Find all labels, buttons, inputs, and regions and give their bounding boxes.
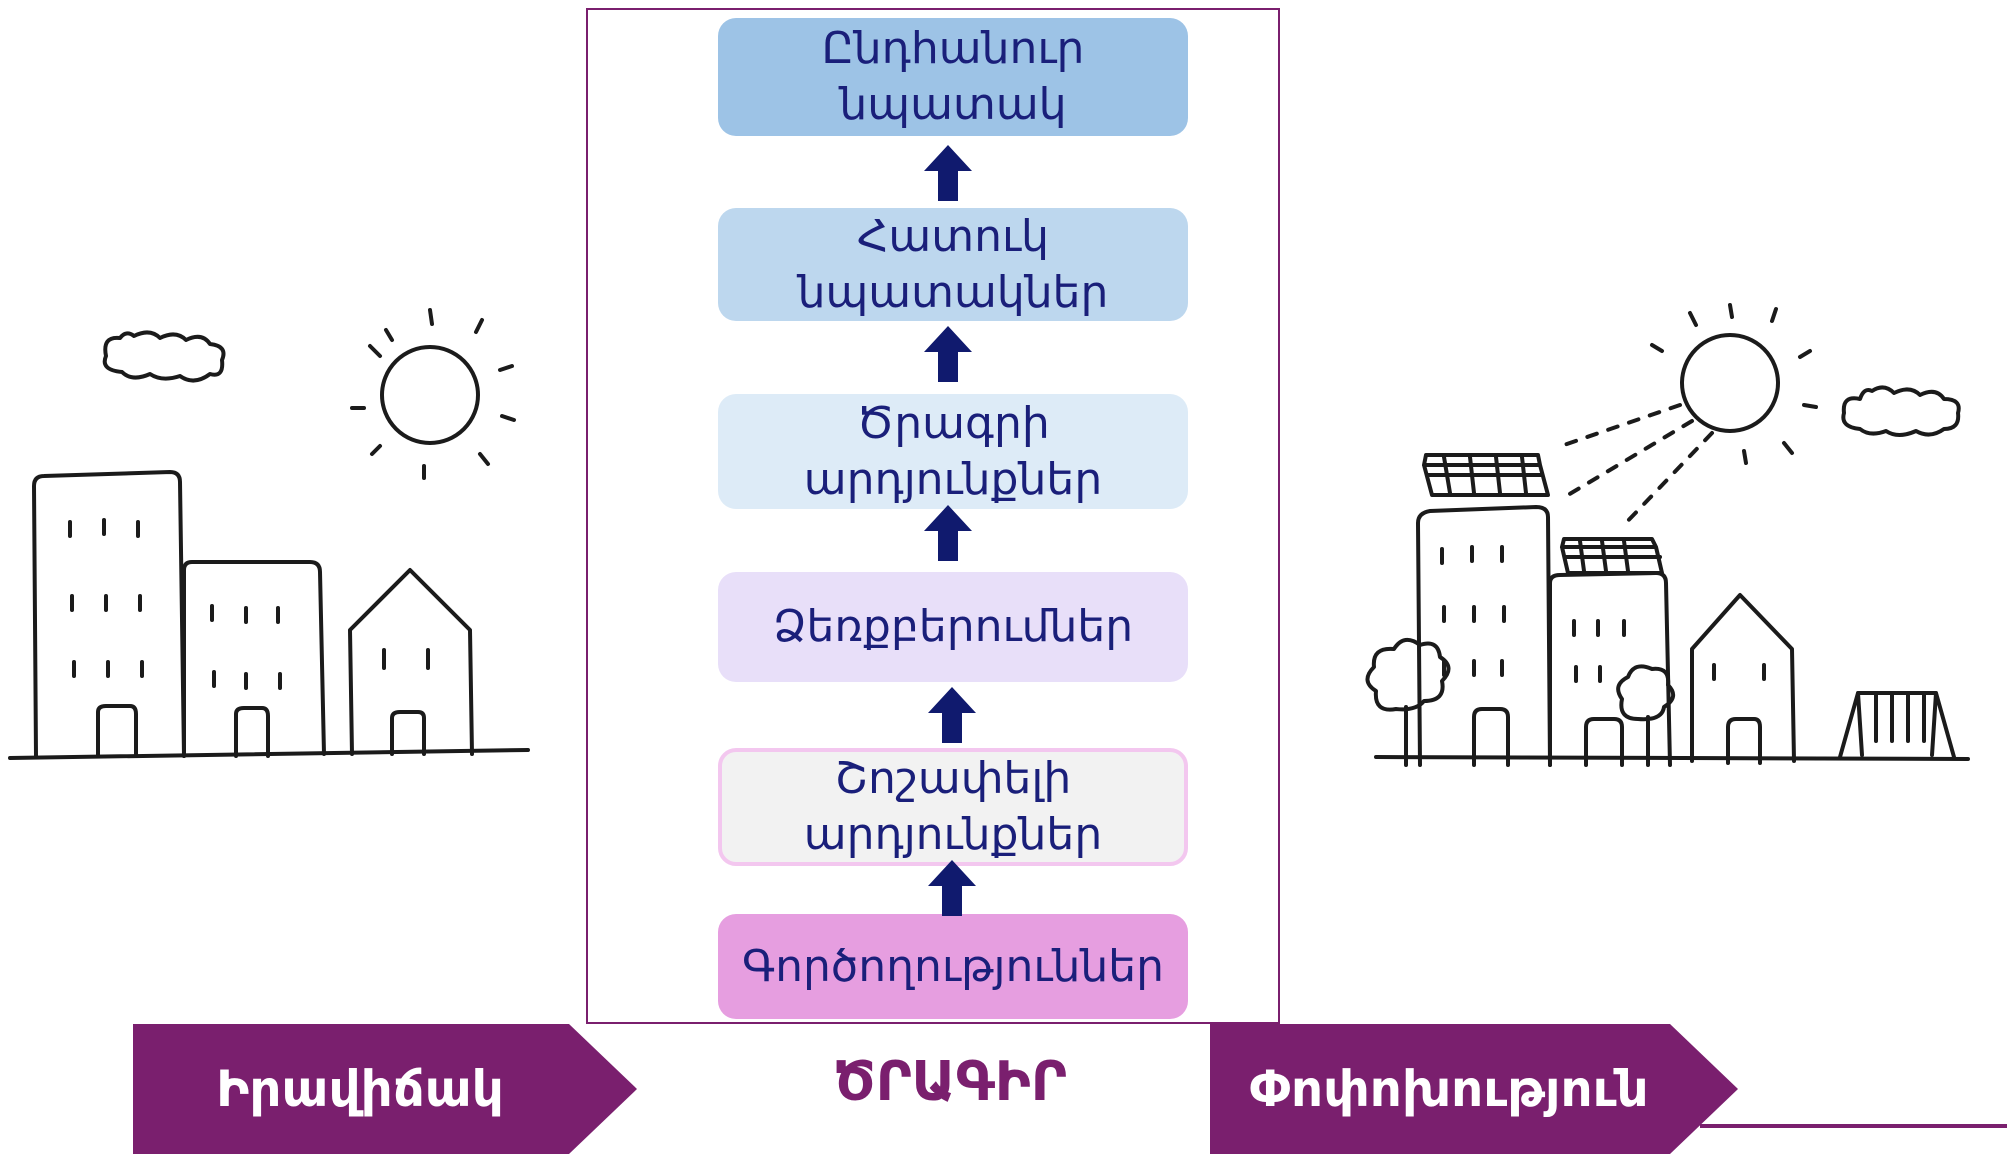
box-overall-goal: Ընդհանուր նպատակ [718,18,1188,136]
box-tangible-results: Շոշափելի արդյունքներ [718,748,1188,866]
banner-situation-label: Իրավիճակ [216,1060,504,1118]
box-interventions: Ձեռքբերումներ [718,572,1188,682]
divider-line [1700,1124,2007,1128]
arrow-up-icon [928,860,976,916]
city-sketch-after-solar-icon [1365,303,1970,767]
program-label: ԾՐԱԳԻՐ [833,1050,1067,1113]
banner-change-label: Փոփոխություն [1249,1060,1649,1118]
city-sketch-before-icon [8,308,530,760]
arrow-up-icon [924,505,972,561]
banner-change: Փոփոխություն [1210,1024,1738,1154]
arrow-up-icon [924,326,972,382]
program-frame [586,8,1280,1024]
arrow-up-icon [924,145,972,201]
box-activities: Գործողություններ [718,914,1188,1019]
box-specific-goals: Հատուկ նպատակներ [718,208,1188,321]
banner-situation: Իրավիճակ [133,1024,637,1154]
box-program-results: Ծրագրի արդյունքներ [718,394,1188,509]
arrow-up-icon [928,687,976,743]
